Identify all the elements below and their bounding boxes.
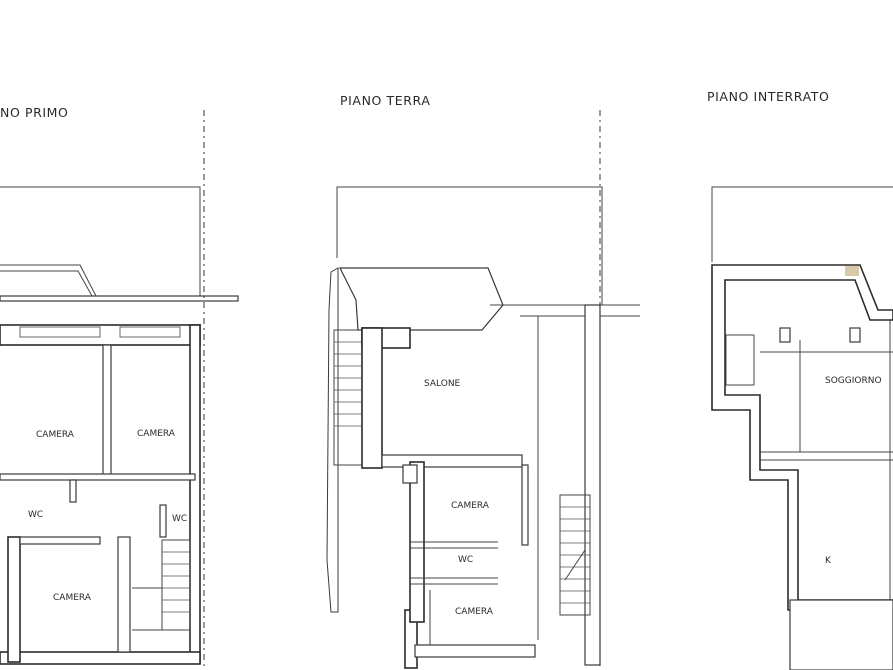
room-label-k: K xyxy=(825,556,832,566)
terrace-outline xyxy=(711,186,893,262)
room-label-soggiorno: SOGGIORNO xyxy=(825,376,882,386)
room-label-camera-terra-2: CAMERA xyxy=(455,607,494,617)
bay-front xyxy=(339,267,504,331)
room-label-camera-2: CAMERA xyxy=(137,429,176,439)
room-label-camera-terra-1: CAMERA xyxy=(451,501,490,511)
room-label-camera-1: CAMERA xyxy=(36,430,75,440)
room-label-wc-2: WC xyxy=(172,514,187,524)
balcony-outline xyxy=(0,264,97,297)
room-label-camera-3: CAMERA xyxy=(53,593,92,603)
room-label-wc-1: WC xyxy=(28,510,43,520)
floor-plan-piano-primo: NO PRIMO C xyxy=(0,105,239,668)
floor-title-piano-terra: PIANO TERRA xyxy=(340,93,431,108)
outer-wall-right xyxy=(189,324,201,664)
room-label-wc-terra: WC xyxy=(458,555,473,565)
floor-plan-piano-interrato: PIANO INTERRATO SOGGIORNO K xyxy=(707,89,893,670)
floor-title-piano-primo: NO PRIMO xyxy=(0,105,69,120)
terrace-outline xyxy=(336,186,603,305)
terrace-outline xyxy=(0,186,201,298)
basement-walls xyxy=(711,264,893,611)
outer-wall-bottom xyxy=(0,651,201,665)
room-label-salone: SALONE xyxy=(424,379,461,389)
staircase-primo xyxy=(132,539,191,631)
floor-title-piano-interrato: PIANO INTERRATO xyxy=(707,89,829,104)
staircase-terra-right xyxy=(559,494,591,616)
floor-plan-piano-terra: PIANO TERRA xyxy=(326,93,640,669)
